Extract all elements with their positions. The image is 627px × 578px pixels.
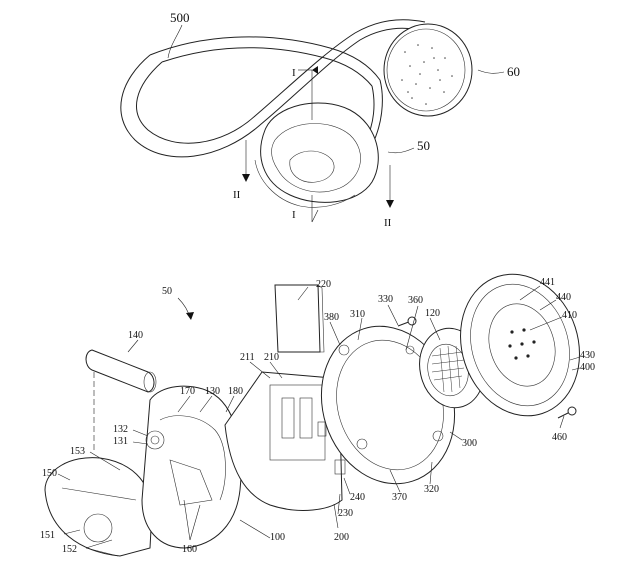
label-130: 130 — [205, 386, 220, 397]
label-210: 210 — [264, 352, 279, 363]
screw-top — [397, 316, 417, 327]
label-140: 140 — [128, 330, 143, 341]
label-152: 152 — [62, 544, 77, 555]
label-310: 310 — [350, 309, 365, 320]
exploded-view: 50 — [40, 273, 595, 557]
label-441: 441 — [540, 277, 555, 288]
label-211: 211 — [240, 352, 255, 363]
label-assembly-50: 50 — [162, 286, 172, 297]
label-410: 410 — [562, 310, 577, 321]
label-380: 380 — [324, 312, 339, 323]
label-section-i-bottom: I — [292, 209, 296, 221]
frame-200 — [224, 371, 346, 511]
label-earpiece-50: 50 — [417, 138, 430, 153]
label-370: 370 — [392, 492, 407, 503]
headband — [120, 19, 426, 158]
section-lines — [242, 66, 394, 223]
label-section-ii-right: II — [384, 217, 392, 229]
housing-100 — [141, 385, 242, 549]
label-150: 150 — [42, 468, 57, 479]
label-section-ii-left: II — [233, 189, 241, 201]
leader-60 — [477, 69, 505, 74]
label-400: 400 — [580, 362, 595, 373]
leaders — [57, 285, 581, 557]
label-220: 220 — [316, 279, 331, 290]
label-460: 460 — [552, 432, 567, 443]
leader-50-top — [387, 147, 415, 154]
label-170: 170 — [180, 386, 195, 397]
label-200: 200 — [334, 532, 349, 543]
label-300: 300 — [462, 438, 477, 449]
label-section-i-top: I — [292, 67, 296, 79]
label-headband: 500 — [170, 10, 190, 25]
label-240: 240 — [350, 492, 365, 503]
label-132: 132 — [113, 424, 128, 435]
earpiece-50 — [254, 102, 379, 208]
label-131: 131 — [113, 436, 128, 447]
label-360: 360 — [408, 295, 423, 306]
label-320: 320 — [424, 484, 439, 495]
earpad-400 — [460, 273, 580, 417]
label-440: 440 — [556, 292, 571, 303]
earpiece-60 — [383, 23, 473, 117]
label-160: 160 — [182, 544, 197, 555]
label-120: 120 — [425, 308, 440, 319]
label-100: 100 — [270, 532, 285, 543]
headset-top-view: 500 60 50 I I II II — [120, 10, 520, 229]
label-180: 180 — [228, 386, 243, 397]
leader-500 — [167, 24, 183, 59]
label-430: 430 — [580, 350, 595, 361]
label-230: 230 — [338, 508, 353, 519]
label-earpiece-60: 60 — [507, 64, 520, 79]
label-153: 153 — [70, 446, 85, 457]
label-151: 151 — [40, 530, 55, 541]
screw-460 — [557, 406, 577, 419]
battery-140 — [85, 349, 157, 450]
plate-220 — [274, 284, 325, 353]
cover-150 — [44, 457, 153, 557]
label-330: 330 — [378, 294, 393, 305]
